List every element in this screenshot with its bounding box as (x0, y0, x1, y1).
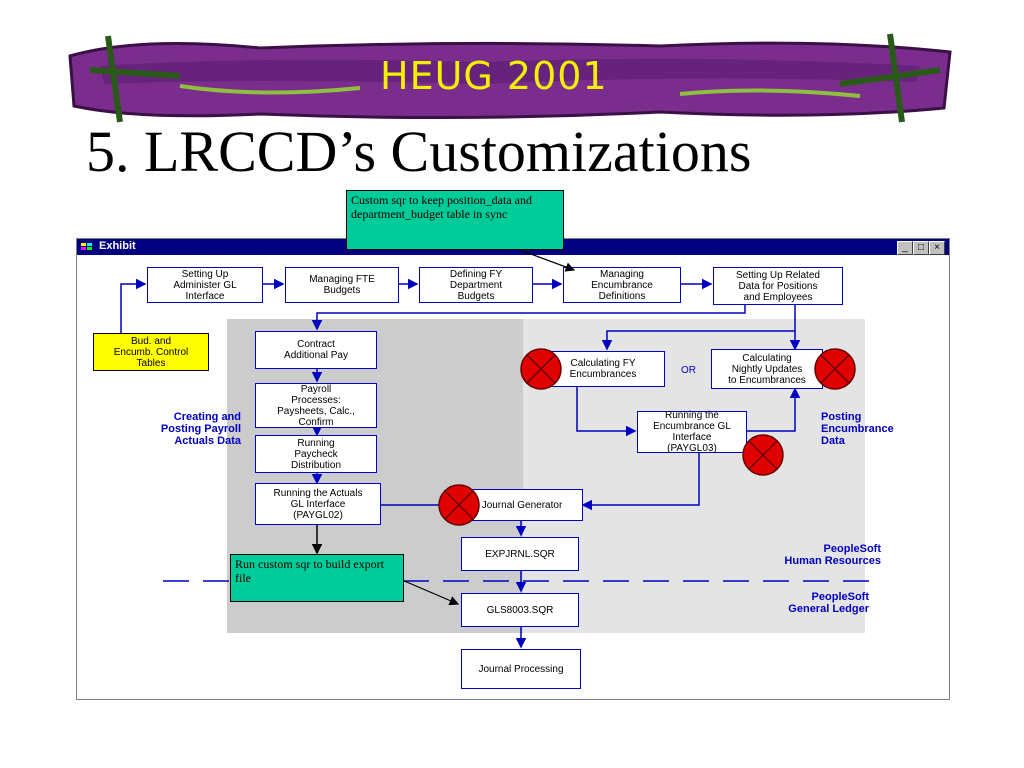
x-mark-icon (814, 348, 856, 390)
window-app-icon (81, 243, 92, 250)
label-peoplesoft-hr: PeopleSoft Human Resources (784, 543, 881, 567)
box-actuals-gl-interface: Running the Actuals GL Interface (PAYGL0… (255, 483, 381, 525)
callout-export-sqr: Run custom sqr to build export file (230, 554, 404, 602)
label-payroll-actuals: Creating and Posting Payroll Actuals Dat… (160, 411, 241, 447)
box-payroll-processes: Payroll Processes: Paysheets, Calc., Con… (255, 383, 377, 428)
x-mark-icon (742, 434, 784, 476)
box-defining-fy-budgets: Defining FY Department Budgets (419, 267, 533, 303)
box-expjrnl-sqr: EXPJRNL.SQR (461, 537, 579, 571)
box-managing-encumbrance: Managing Encumbrance Definitions (563, 267, 681, 303)
box-contract-pay: Contract Additional Pay (255, 331, 377, 369)
box-paycheck-distribution: Running Paycheck Distribution (255, 435, 377, 473)
exhibit-window: Exhibit _ □ × (76, 238, 950, 700)
x-mark-icon (438, 484, 480, 526)
maximize-button[interactable]: □ (913, 241, 929, 255)
label-posting-encumbrance: Posting Encumbrance Data (821, 411, 894, 447)
minimize-button[interactable]: _ (897, 241, 913, 255)
slide-title: 5. LRCCD’s Customizations (86, 119, 752, 184)
banner-text: HEUG 2001 (380, 54, 608, 98)
box-setup-gl-interface: Setting Up Administer GL Interface (147, 267, 263, 303)
box-managing-fte: Managing FTE Budgets (285, 267, 399, 303)
box-gls8003-sqr: GLS8003.SQR (461, 593, 579, 627)
label-peoplesoft-gl: PeopleSoft General Ledger (788, 591, 869, 615)
close-button[interactable]: × (929, 241, 945, 255)
box-setup-related-data: Setting Up Related Data for Positions an… (713, 267, 843, 305)
box-calc-nightly-updates: Calculating Nightly Updates to Encumbran… (711, 349, 823, 389)
box-journal-generator: Journal Generator (461, 489, 583, 521)
box-journal-processing: Journal Processing (461, 649, 581, 689)
box-control-tables: Bud. and Encumb. Control Tables (93, 333, 209, 371)
window-title: Exhibit (99, 240, 136, 252)
callout-sync-sqr: Custom sqr to keep position_data and dep… (346, 190, 564, 250)
x-mark-icon (520, 348, 562, 390)
or-label: OR (681, 365, 696, 376)
box-encumbrance-gl-interface: Running the Encumbrance GL Interface (PA… (637, 410, 747, 454)
banner-graphic (68, 33, 952, 123)
